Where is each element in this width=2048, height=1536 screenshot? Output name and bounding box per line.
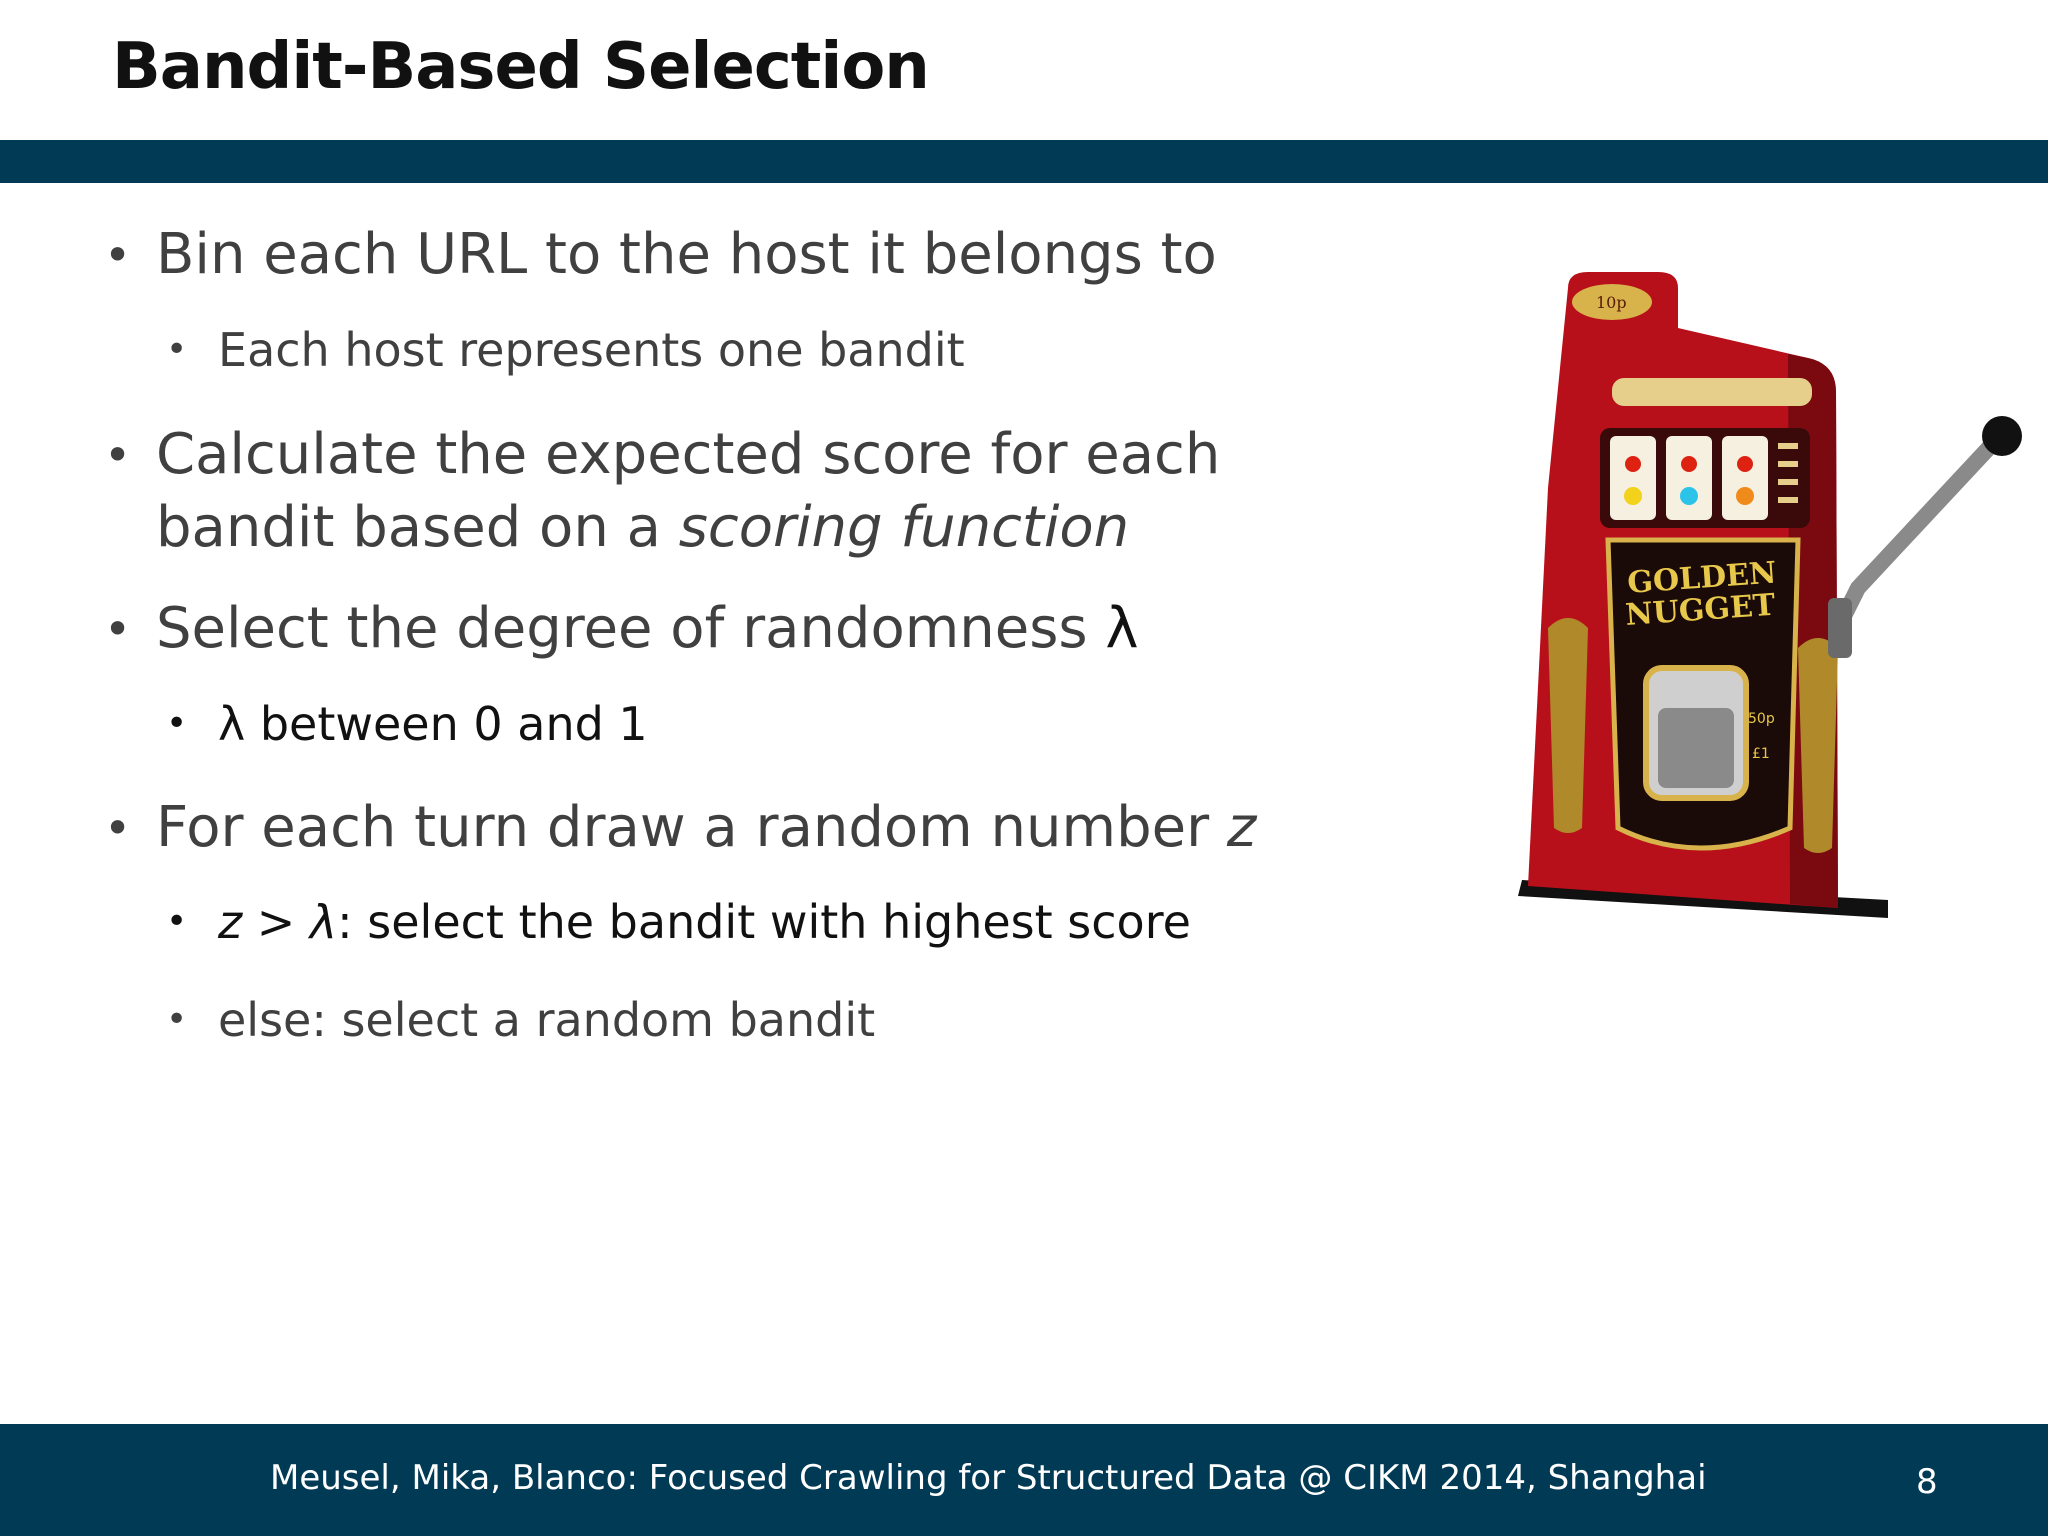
- bell-icon: [1680, 487, 1698, 505]
- gold-figure-right: [1798, 638, 1838, 853]
- gold-figure-left: [1548, 618, 1588, 833]
- orange-icon: [1736, 487, 1754, 505]
- reel-2: [1666, 436, 1712, 520]
- bullet-dot: •: [166, 999, 188, 1040]
- bullet-text-plain: Select the degree of randomness: [156, 596, 1106, 661]
- bullet-text: λ between 0 and 1: [218, 697, 648, 751]
- lever-mount: [1828, 598, 1852, 658]
- reel-stripes: [1778, 443, 1798, 503]
- bullet-text-line2: bandit based on a scoring function: [156, 491, 1129, 565]
- slot-machine-image: 10p GOLDEN NUGGET 50p £1: [1518, 272, 2022, 918]
- payout-1pound: £1: [1752, 746, 1770, 762]
- lemon-icon: [1624, 487, 1642, 505]
- bullet-text: Bin each URL to the host it belongs to: [156, 222, 1217, 287]
- reel-1: [1610, 436, 1656, 520]
- footer-citation: Meusel, Mika, Blanco: Focused Crawling f…: [270, 1458, 1707, 1498]
- lever-knob: [1982, 416, 2022, 456]
- z-greater-lambda: z > λ: [218, 895, 338, 949]
- bullet-text: Each host represents one bandit: [218, 323, 965, 377]
- payout-50p: 50p: [1748, 711, 1775, 727]
- bullet-dot: •: [166, 901, 188, 942]
- bullet-text-plain: For each turn draw a random number: [156, 795, 1227, 860]
- bullet-text-plain: : select the bandit with highest score: [337, 895, 1191, 949]
- bullet-text: else: select a random bandit: [218, 993, 876, 1047]
- lever-arm: [1830, 430, 2006, 636]
- bullet-dot: •: [166, 329, 188, 370]
- jackpot-coins: [1658, 708, 1734, 788]
- bullet-text: Select the degree of randomness λ: [156, 592, 1139, 666]
- bullet-text: For each turn draw a random number z: [156, 791, 1256, 865]
- reel-3: [1722, 436, 1768, 520]
- bullet-dot: •: [104, 602, 132, 656]
- lambda-symbol: λ: [1105, 596, 1139, 661]
- z-variable: z: [1226, 795, 1257, 860]
- bullet-dot: •: [104, 428, 132, 482]
- bullet-dot: •: [104, 228, 132, 282]
- cherry-icon: [1625, 456, 1641, 472]
- bullet-text: z > λ: select the bandit with highest sc…: [218, 892, 1191, 952]
- bullet-text-line1: Calculate the expected score for each: [156, 422, 1221, 487]
- scoring-function-term: scoring function: [678, 495, 1130, 560]
- bullet-dot: •: [104, 801, 132, 855]
- coin-label: 10p: [1596, 293, 1627, 312]
- page-number: 8: [1916, 1462, 1938, 1502]
- footer-band: [0, 1424, 2048, 1536]
- bullet-dot: •: [166, 703, 188, 744]
- cherry-icon: [1737, 456, 1753, 472]
- bullet-text-plain: bandit based on a: [156, 495, 679, 560]
- slide-title: Bandit-Based Selection: [112, 30, 930, 104]
- payout-plate: [1612, 378, 1812, 406]
- sign-scroll: [1605, 537, 1801, 851]
- cherry-icon: [1681, 456, 1697, 472]
- coin-slot: [1572, 284, 1652, 320]
- top-band: [0, 140, 2048, 183]
